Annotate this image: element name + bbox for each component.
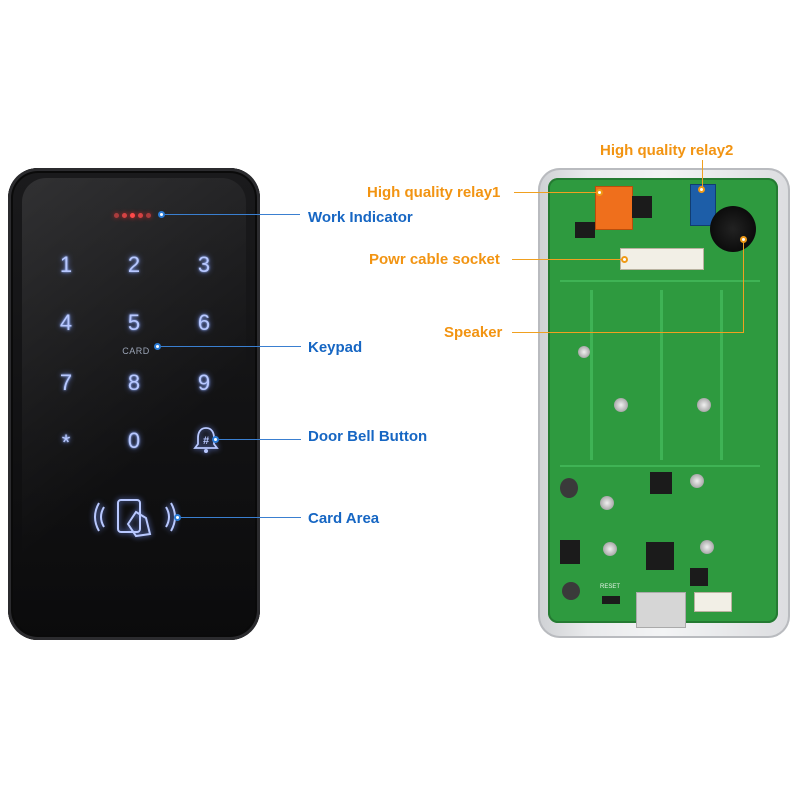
work-indicator-dot [158,211,165,218]
door-bell-button[interactable]: # [190,424,222,456]
card-area-leader [181,517,301,518]
power-socket-leader [512,259,624,260]
work-indicator-led [146,213,151,218]
card-area-label: Card Area [308,510,380,527]
card-text: CARD [122,346,150,356]
pcb-trace [560,280,760,282]
screw [614,398,628,412]
speaker-leader [512,332,744,333]
work-indicator-led [114,213,119,218]
key-1[interactable]: 1 [59,252,73,277]
relay2-dot [698,186,705,193]
relay2-leader [702,160,703,190]
relay2-label: High quality relay2 [600,142,734,159]
speaker [710,206,756,252]
speaker-dot [740,236,747,243]
work-indicator-label: Work Indicator [308,209,413,226]
capacitor [560,478,578,498]
work-indicator-led [122,213,127,218]
speaker-label: Speaker [444,324,503,341]
pcb-ic [690,568,708,586]
pcb-trace [560,465,760,467]
pcb-ic [650,472,672,494]
door-bell-label: Door Bell Button [308,428,428,445]
screw [603,542,617,556]
pcb-chip [632,196,652,218]
keypad-label: Keypad [308,339,363,356]
reset-jumper [602,596,620,604]
key-star[interactable]: * [61,430,71,455]
keypad-dot [154,343,161,350]
key-0[interactable]: 0 [127,428,141,453]
key-8[interactable]: 8 [127,370,141,395]
relay1-dot [596,189,603,196]
rfid-card-icon [94,499,176,538]
power-socket-label: Powr cable socket [369,251,500,268]
key-5[interactable]: 5 [127,310,141,335]
reset-label: RESET [600,584,621,590]
screw [697,398,711,412]
bell-hash-icon: # [193,427,219,453]
pcb-ic [646,542,674,570]
key-4[interactable]: 4 [59,310,73,335]
pcb-trace [660,290,663,460]
key-2[interactable]: 2 [127,252,141,277]
relay1-leader [514,192,600,193]
power-socket-dot [621,256,628,263]
screw [600,496,614,510]
power-socket [620,248,704,270]
key-6[interactable]: 6 [197,310,211,335]
key-3[interactable]: 3 [197,252,211,277]
pcb-trace [720,290,723,460]
screw [578,346,590,358]
keypad-leader [161,346,301,347]
work-indicator-leader [165,214,300,215]
side-socket [694,592,732,612]
card-area[interactable] [92,494,178,540]
screw [690,474,704,488]
speaker-leader-vertical [743,240,744,333]
relay1-label: High quality relay1 [367,184,501,201]
door-bell-leader [219,439,301,440]
work-indicator-led [138,213,143,218]
pcb-ic [560,540,580,564]
bell-hash-glyph: # [203,435,209,447]
device-gloss [22,178,246,630]
work-indicator-led [130,213,135,218]
key-7[interactable]: 7 [59,370,73,395]
pcb-chip [575,222,595,238]
bottom-connector [636,592,686,628]
card-area-dot [174,514,181,521]
screw [700,540,714,554]
capacitor [562,582,580,600]
door-bell-dot [212,436,219,443]
keypad-device [8,168,260,640]
key-9[interactable]: 9 [197,370,211,395]
pcb-trace [590,290,593,460]
